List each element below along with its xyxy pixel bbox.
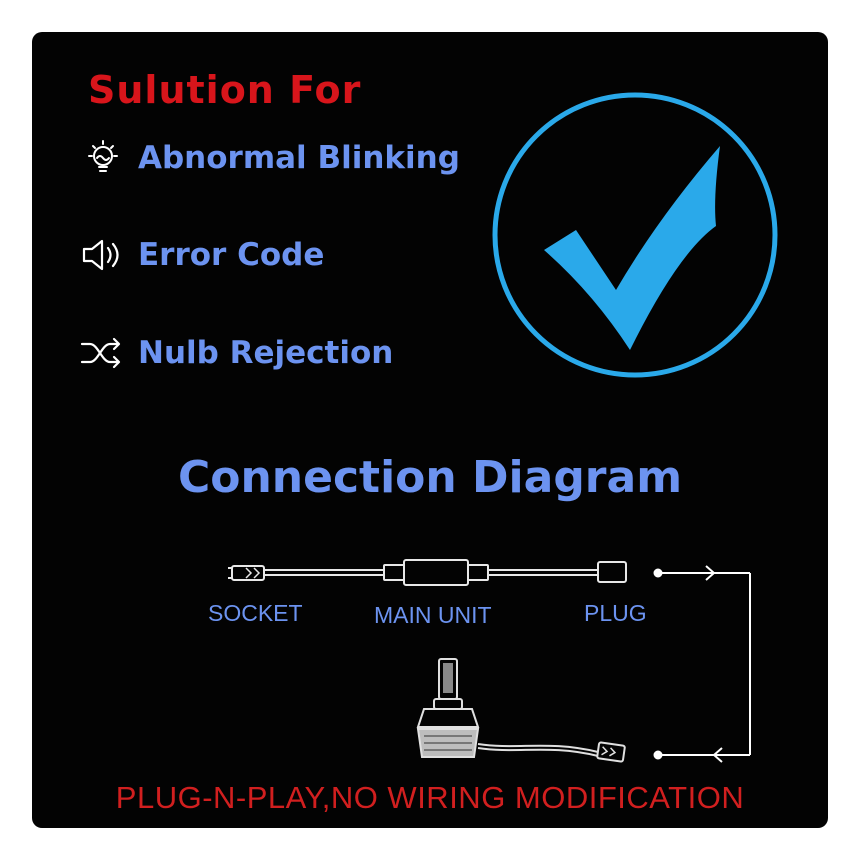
checkmark-icon (544, 146, 720, 350)
shuffle-icon (80, 337, 121, 369)
routing-arrows (653, 565, 751, 763)
badge-ring (492, 92, 778, 378)
product-card: Sulution For Abnormal Blinking (32, 32, 828, 828)
main-unit-label: MAIN UNIT (374, 602, 492, 628)
speaker-icon (82, 239, 119, 271)
connection-diagram (228, 559, 751, 763)
lightbulb-icon (88, 140, 118, 172)
feature-label: Abnormal Blinking (138, 140, 460, 176)
plug-label: PLUG (584, 600, 647, 626)
feature-abnormal-blinking: Abnormal Blinking (78, 138, 498, 178)
feature-error-code: Error Code (78, 235, 498, 275)
checkmark-badge (492, 92, 778, 378)
led-headlight-bulb-icon (416, 658, 626, 763)
headline: Sulution For (88, 68, 362, 112)
feature-label: Error Code (138, 237, 325, 273)
feature-label: Nulb Rejection (138, 335, 394, 371)
feature-nulb-rejection: Nulb Rejection (78, 333, 498, 373)
footer-banner: PLUG-N-PLAY,NO WIRING MODIFICATION (115, 780, 745, 815)
socket-label: SOCKET (208, 600, 303, 626)
diagram-title: Connection Diagram (177, 452, 683, 503)
harness-cable (228, 559, 627, 586)
